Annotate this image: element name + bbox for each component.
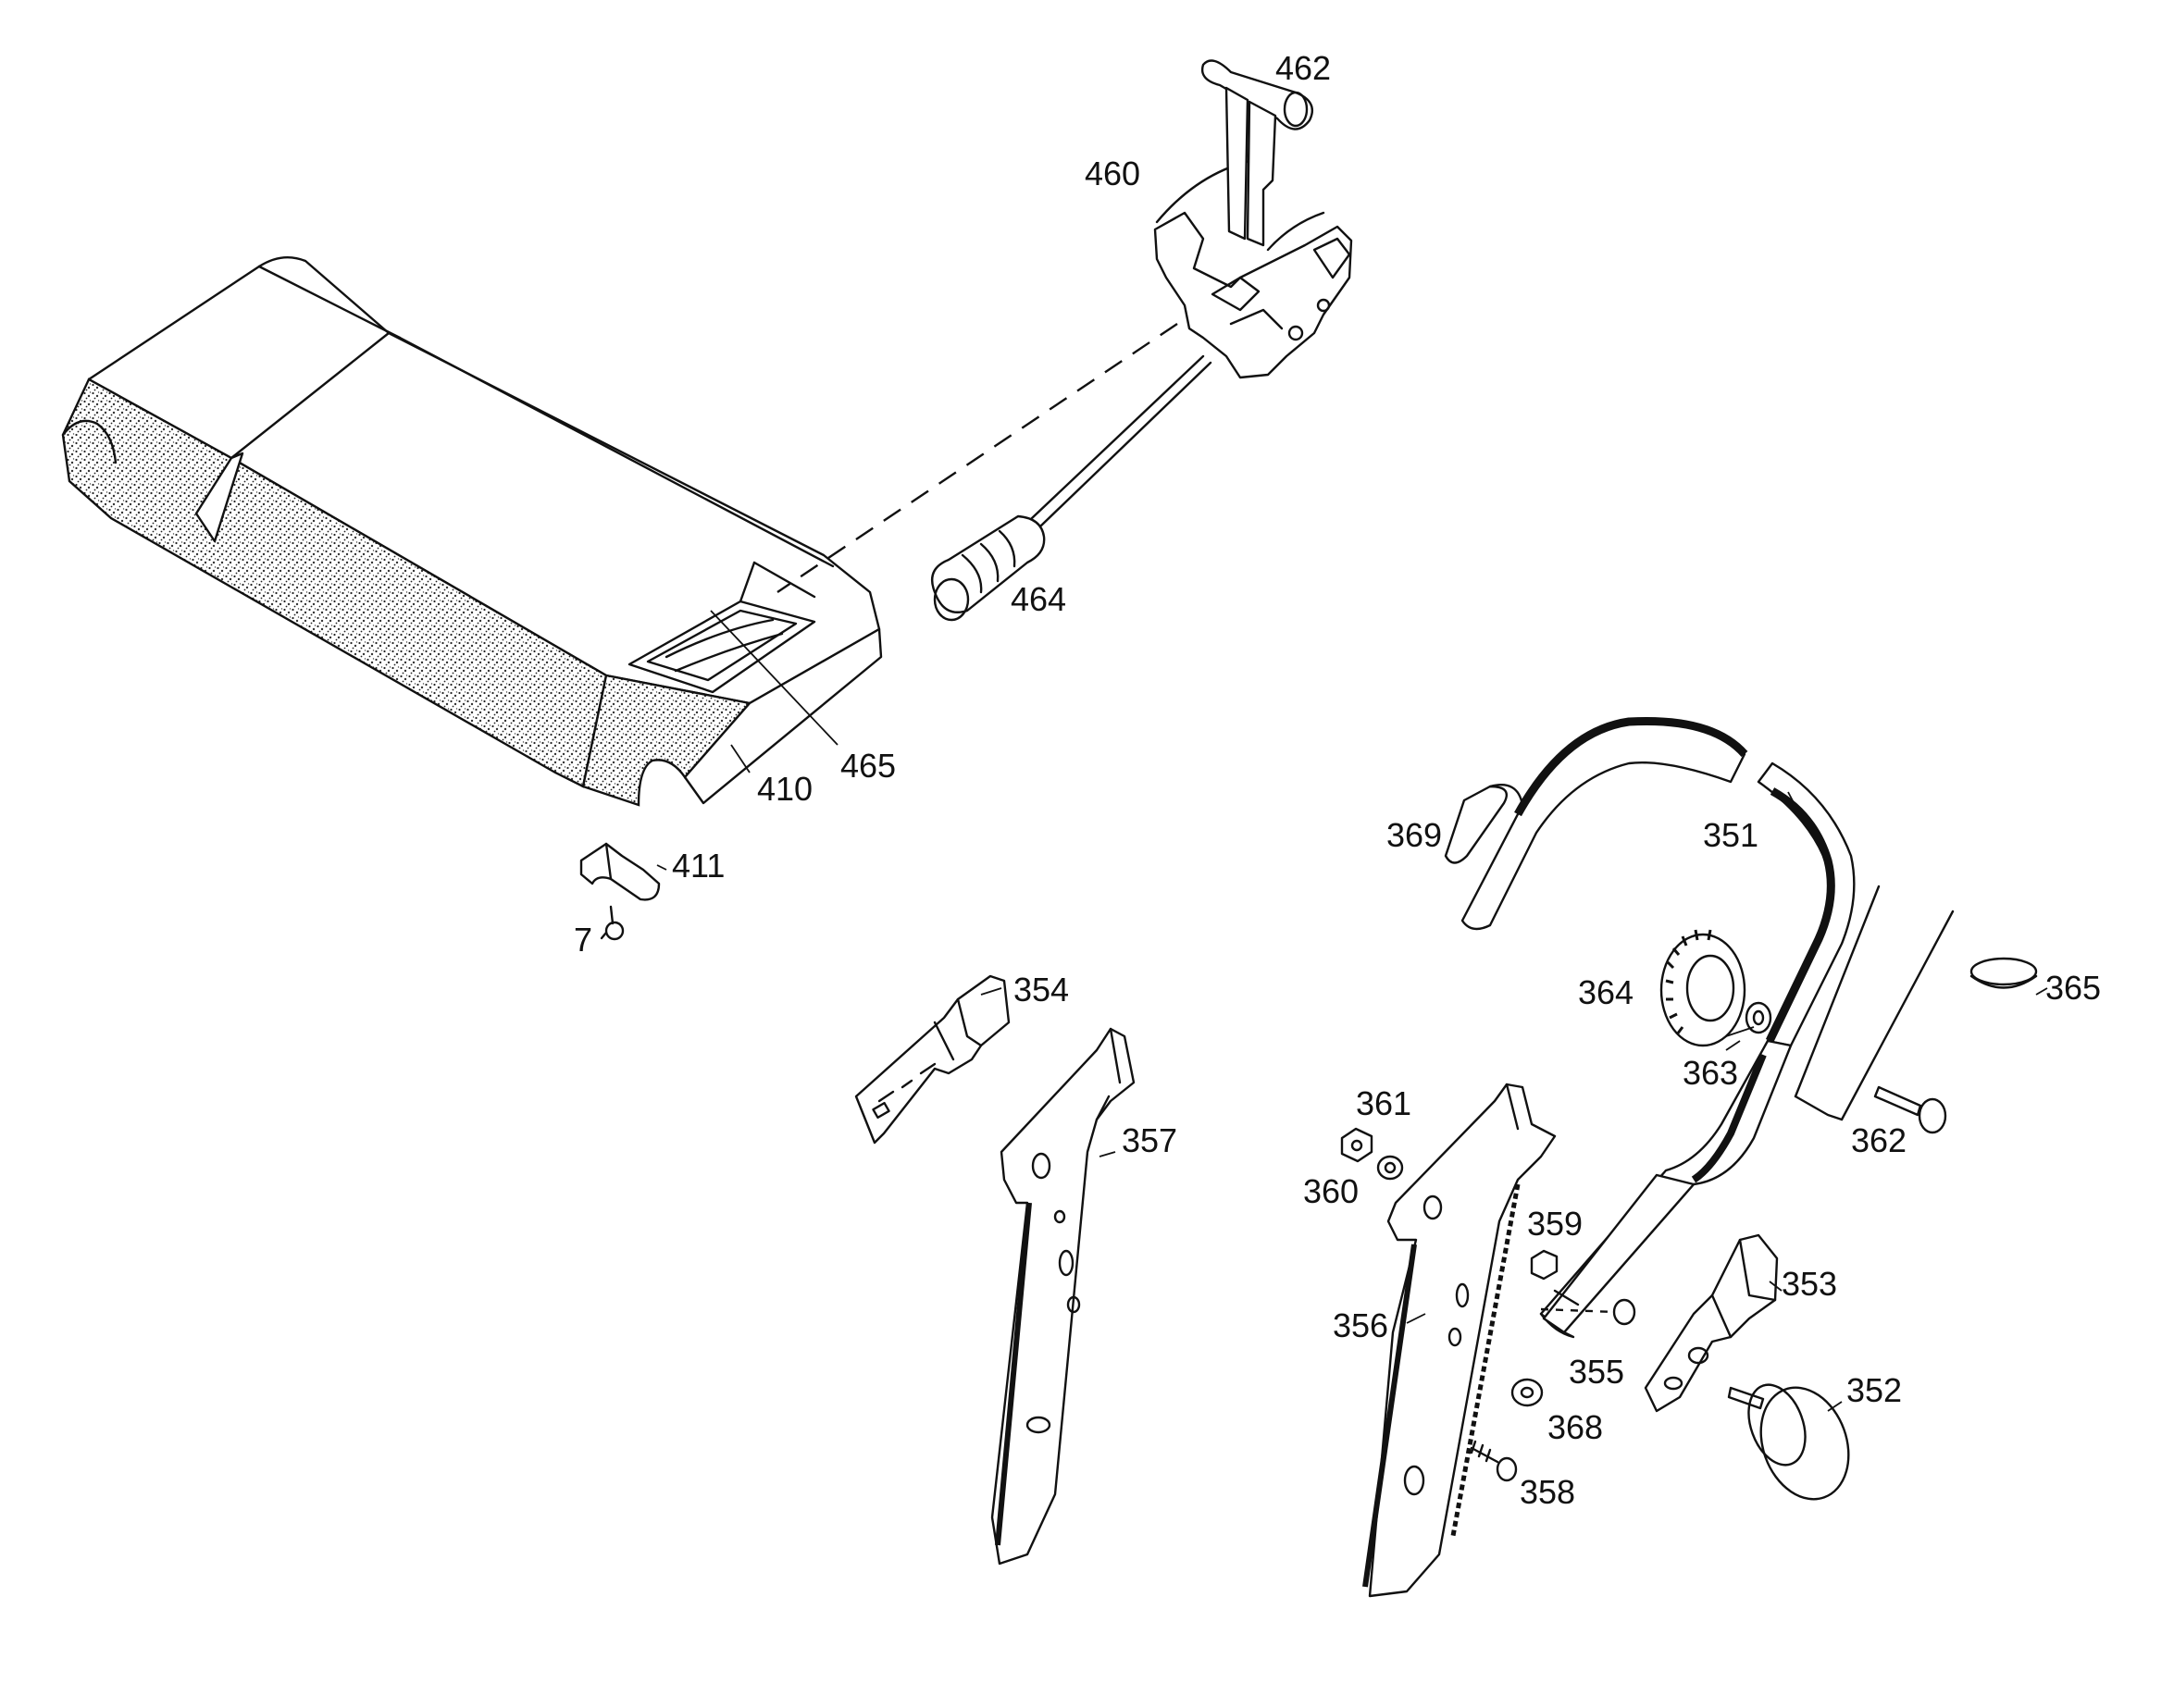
washer-368 — [1510, 1378, 1544, 1407]
label-7: 7 — [574, 921, 592, 959]
arm-plate-355 — [1540, 1298, 1636, 1326]
label-354: 354 — [1013, 971, 1069, 1009]
washer-363 — [1745, 1001, 1772, 1034]
label-369: 369 — [1386, 816, 1442, 854]
cover-housing-410 — [61, 255, 883, 807]
label-351: 351 — [1703, 816, 1758, 854]
label-460: 460 — [1085, 155, 1140, 192]
label-462: 462 — [1275, 49, 1331, 87]
nut-359 — [1530, 1249, 1559, 1281]
label-362: 362 — [1851, 1121, 1907, 1159]
label-360: 360 — [1303, 1172, 1359, 1210]
part-labels: 462 460 464 465 410 411 7 369 351 364 36… — [574, 49, 2101, 1511]
gear-knob-364 — [1659, 929, 1746, 1047]
washer-360 — [1376, 1155, 1404, 1181]
label-353: 353 — [1782, 1265, 1837, 1303]
bracket-353 — [1644, 1233, 1779, 1413]
label-356: 356 — [1333, 1306, 1388, 1344]
label-358: 358 — [1520, 1473, 1575, 1511]
label-352: 352 — [1846, 1371, 1902, 1409]
label-364: 364 — [1578, 973, 1634, 1011]
cable-grommet-464 — [930, 514, 1046, 622]
label-359: 359 — [1527, 1205, 1583, 1243]
label-361: 361 — [1356, 1084, 1411, 1122]
label-410: 410 — [757, 770, 813, 808]
label-411: 411 — [672, 847, 725, 885]
screw-7 — [600, 905, 625, 941]
label-465: 465 — [840, 747, 896, 785]
nut-361 — [1340, 1127, 1373, 1163]
clamp-365 — [1969, 957, 2038, 989]
label-363: 363 — [1683, 1054, 1738, 1092]
label-365: 365 — [2045, 969, 2101, 1007]
handle-upper-351 — [1460, 716, 1955, 1339]
lever-handle-462 — [1200, 59, 1314, 247]
bolt-362 — [1873, 1085, 1947, 1134]
clip-411 — [579, 842, 661, 901]
throttle-cable — [776, 323, 1212, 593]
frame-rail-356 — [1362, 1083, 1557, 1598]
label-464: 464 — [1011, 580, 1066, 618]
screw-358 — [1470, 1440, 1518, 1482]
hinge-354 — [854, 974, 1011, 1145]
frame-rail-357 — [990, 1027, 1136, 1566]
knob-352 — [1727, 1383, 1850, 1501]
label-357: 357 — [1122, 1121, 1177, 1159]
label-368: 368 — [1547, 1408, 1603, 1446]
label-355: 355 — [1569, 1353, 1624, 1391]
leader-lines — [656, 610, 2048, 1412]
